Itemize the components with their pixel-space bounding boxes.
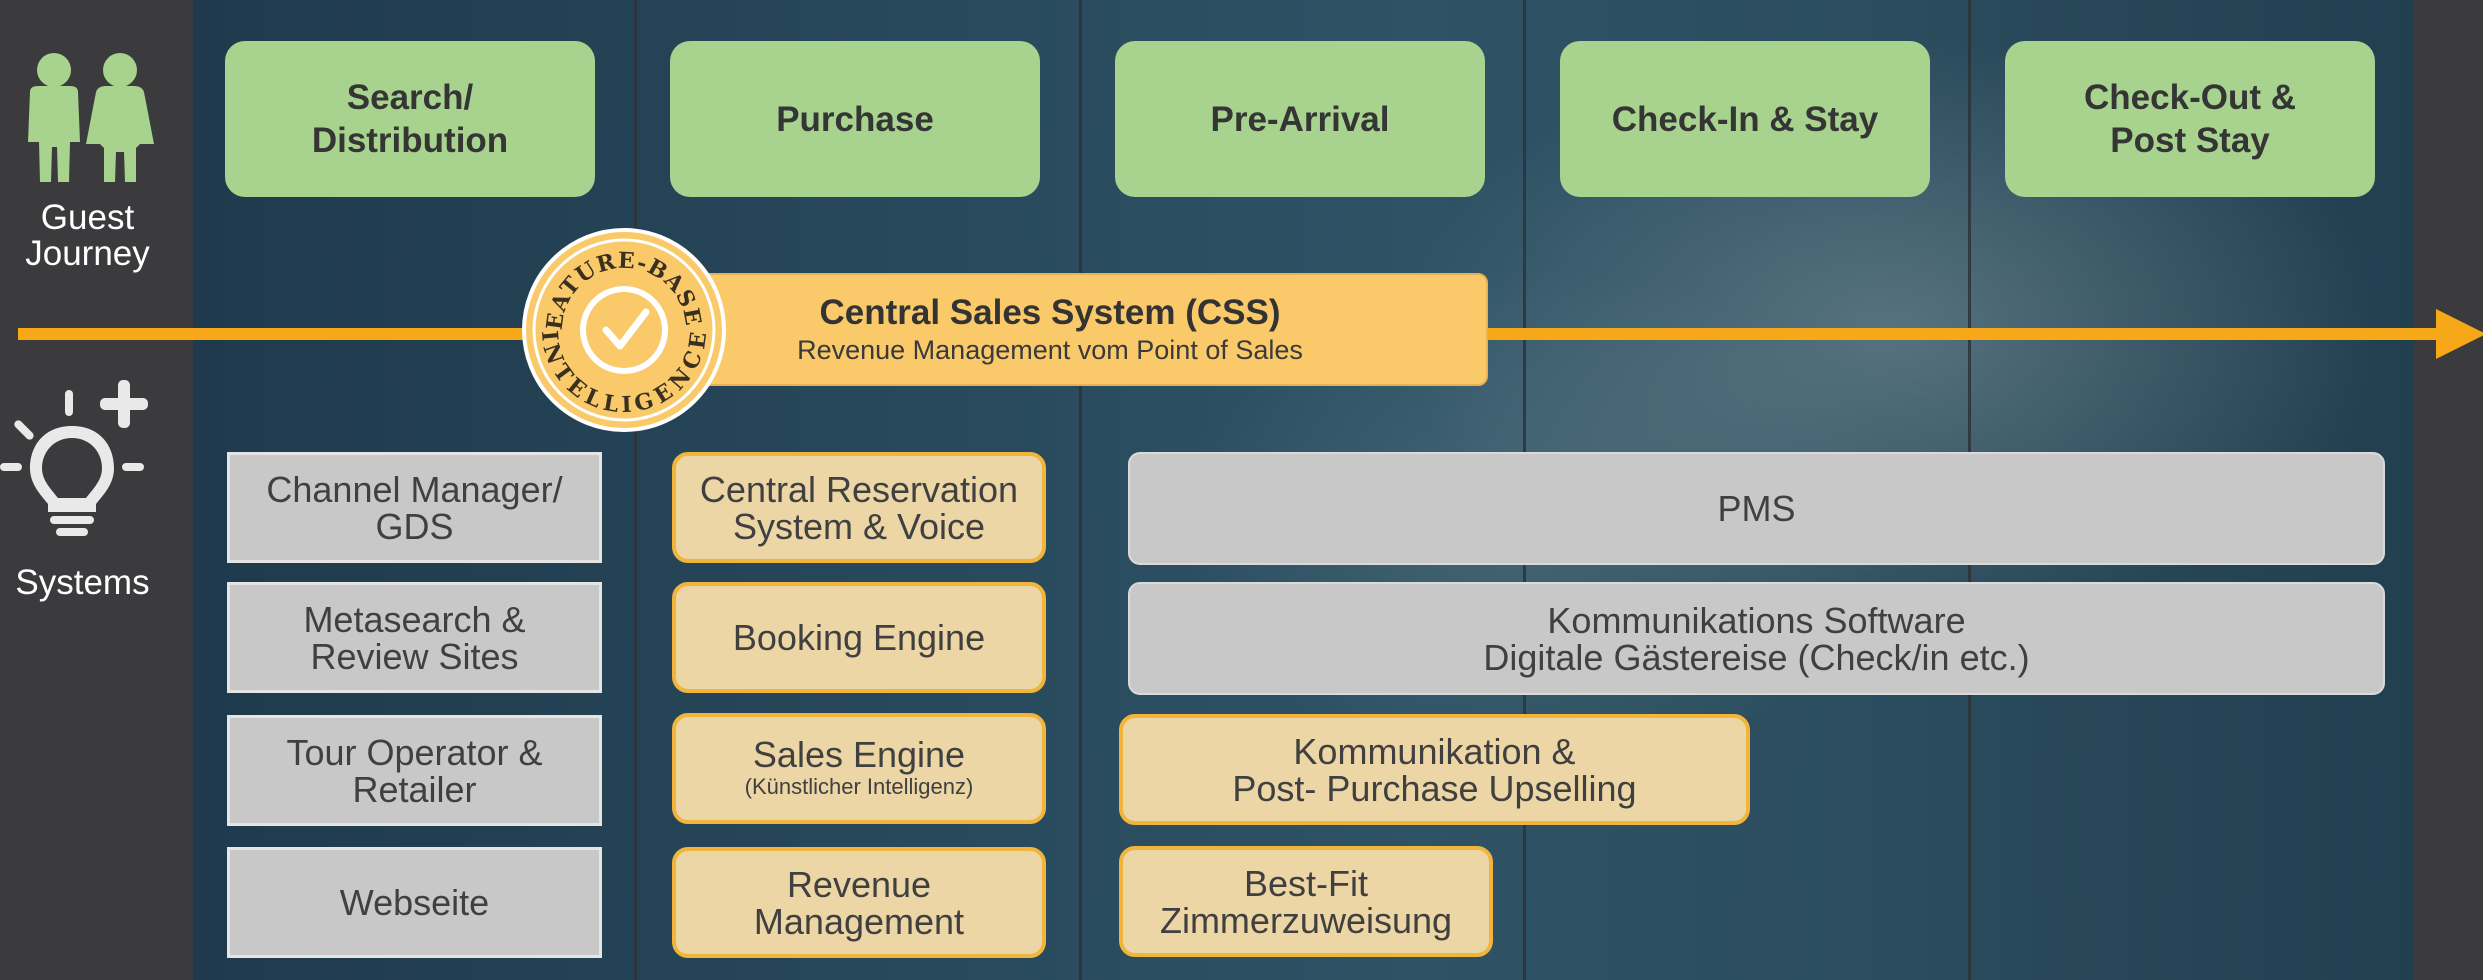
column-divider (634, 0, 637, 980)
checkmark-icon (602, 308, 650, 350)
two-people-icon (28, 53, 154, 182)
css-title: Central Sales System (CSS) (819, 293, 1281, 332)
system-tour-operator: Tour Operator & Retailer (227, 715, 602, 826)
system-pms: PMS (1128, 452, 2385, 565)
stage-search-distribution: Search/ Distribution (225, 41, 595, 197)
sales-engine-label: Sales Engine (752, 734, 966, 775)
column-divider (1079, 0, 1082, 980)
system-metasearch: Metasearch & Review Sites (227, 582, 602, 693)
system-central-reservation: Central Reservation System & Voice (672, 452, 1046, 563)
system-revenue-management: Revenue Management (672, 847, 1046, 958)
system-booking-engine: Booking Engine (672, 582, 1046, 693)
system-webseite: Webseite (227, 847, 602, 958)
stage-check-in-stay: Check-In & Stay (1560, 41, 1930, 197)
journey-arrow-head (2436, 309, 2483, 359)
system-communication-software: Kommunikations Software Digitale Gästere… (1128, 582, 2385, 695)
system-sales-engine: Sales Engine (Künstlicher Intelligenz) (672, 713, 1046, 824)
system-channel-manager: Channel Manager/ GDS (227, 452, 602, 563)
css-subtitle: Revenue Management vom Point of Sales (797, 335, 1303, 365)
feature-based-intelligence-badge: FEATURE-BASED INTELLIGENCE (522, 228, 726, 432)
system-upselling: Kommunikation & Post- Purchase Upselling (1119, 714, 1750, 825)
systems-label: Systems (15, 563, 150, 602)
stage-check-out-post-stay: Check-Out & Post Stay (2005, 41, 2375, 197)
stage-purchase: Purchase (670, 41, 1040, 197)
stage-pre-arrival: Pre-Arrival (1115, 41, 1485, 197)
sales-engine-sublabel: (Künstlicher Intelligenz) (744, 774, 974, 799)
guest-journey-label: Guest Journey (25, 198, 150, 273)
system-room-assignment: Best-Fit Zimmerzuweisung (1119, 846, 1493, 957)
lightbulb-plus-icon (0, 380, 148, 536)
